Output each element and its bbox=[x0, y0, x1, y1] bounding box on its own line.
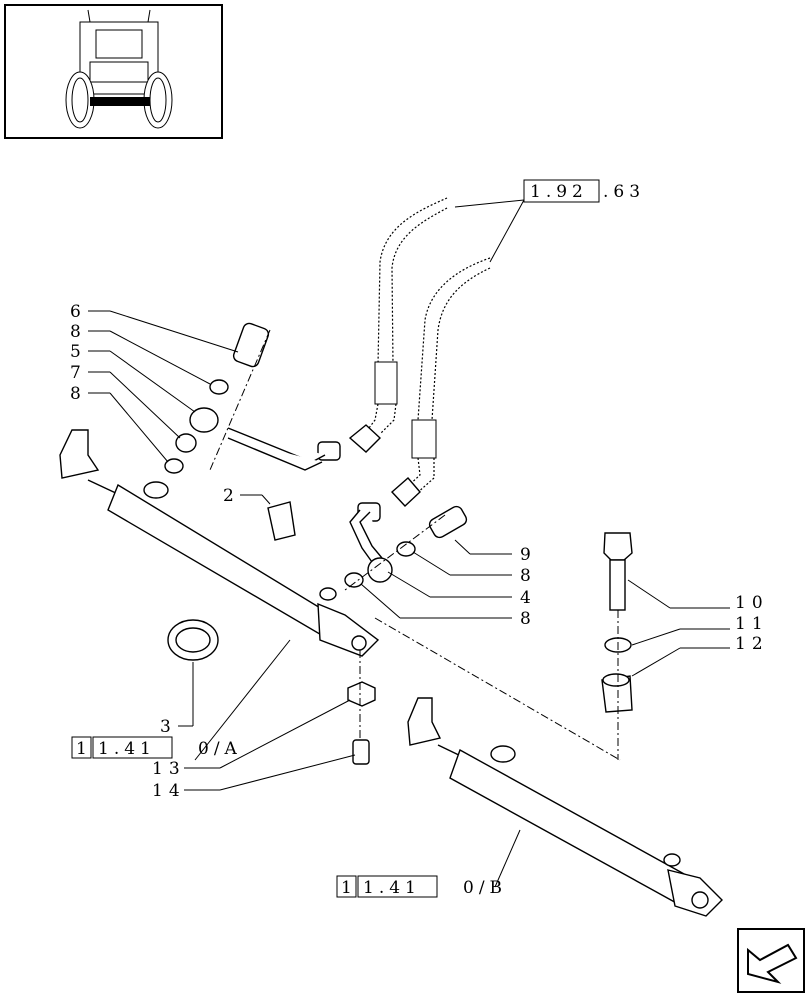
cylinder-b bbox=[407, 697, 723, 917]
callout-11: 11 bbox=[735, 614, 769, 634]
callout-13: 13 bbox=[152, 759, 186, 779]
ref-a[interactable]: 1 1.41 0/A bbox=[71, 736, 242, 759]
banjo-bolt-6 bbox=[232, 322, 270, 368]
ref-a-box2: 1.41 bbox=[98, 739, 156, 759]
callout-5: 5 bbox=[70, 342, 87, 362]
cylinder-a bbox=[59, 429, 380, 657]
callout-9: 9 bbox=[520, 545, 537, 565]
callout-7: 7 bbox=[70, 363, 87, 383]
ref-b-box1: 1 bbox=[341, 878, 357, 898]
callout-8: 8 bbox=[520, 609, 537, 629]
callout-10: 10 bbox=[735, 593, 769, 613]
callout-4: 4 bbox=[520, 588, 537, 608]
tractor-thumbnail-icon[interactable] bbox=[4, 4, 223, 139]
callout-8: 8 bbox=[70, 384, 87, 404]
callout-8: 8 bbox=[520, 566, 537, 586]
ref-top[interactable]: 1.92 .63 bbox=[523, 179, 645, 203]
ref-top-boxed: 1.92 bbox=[530, 182, 588, 202]
next-page-arrow-icon[interactable] bbox=[737, 928, 805, 993]
callout-8: 8 bbox=[70, 322, 87, 342]
ref-b-box2: 1.41 bbox=[363, 878, 421, 898]
callout-2: 2 bbox=[223, 486, 240, 506]
callout-6: 6 bbox=[70, 302, 87, 322]
ref-b-rest: 0/B bbox=[463, 878, 507, 898]
callout-12: 12 bbox=[735, 634, 769, 654]
ref-a-rest: 0/A bbox=[198, 739, 242, 759]
callout-14: 14 bbox=[152, 781, 186, 801]
callout-3: 3 bbox=[160, 717, 177, 737]
ref-top-rest: .63 bbox=[603, 182, 645, 202]
ref-b[interactable]: 1 1.41 0/B bbox=[336, 875, 507, 898]
ref-a-box1: 1 bbox=[76, 739, 92, 759]
